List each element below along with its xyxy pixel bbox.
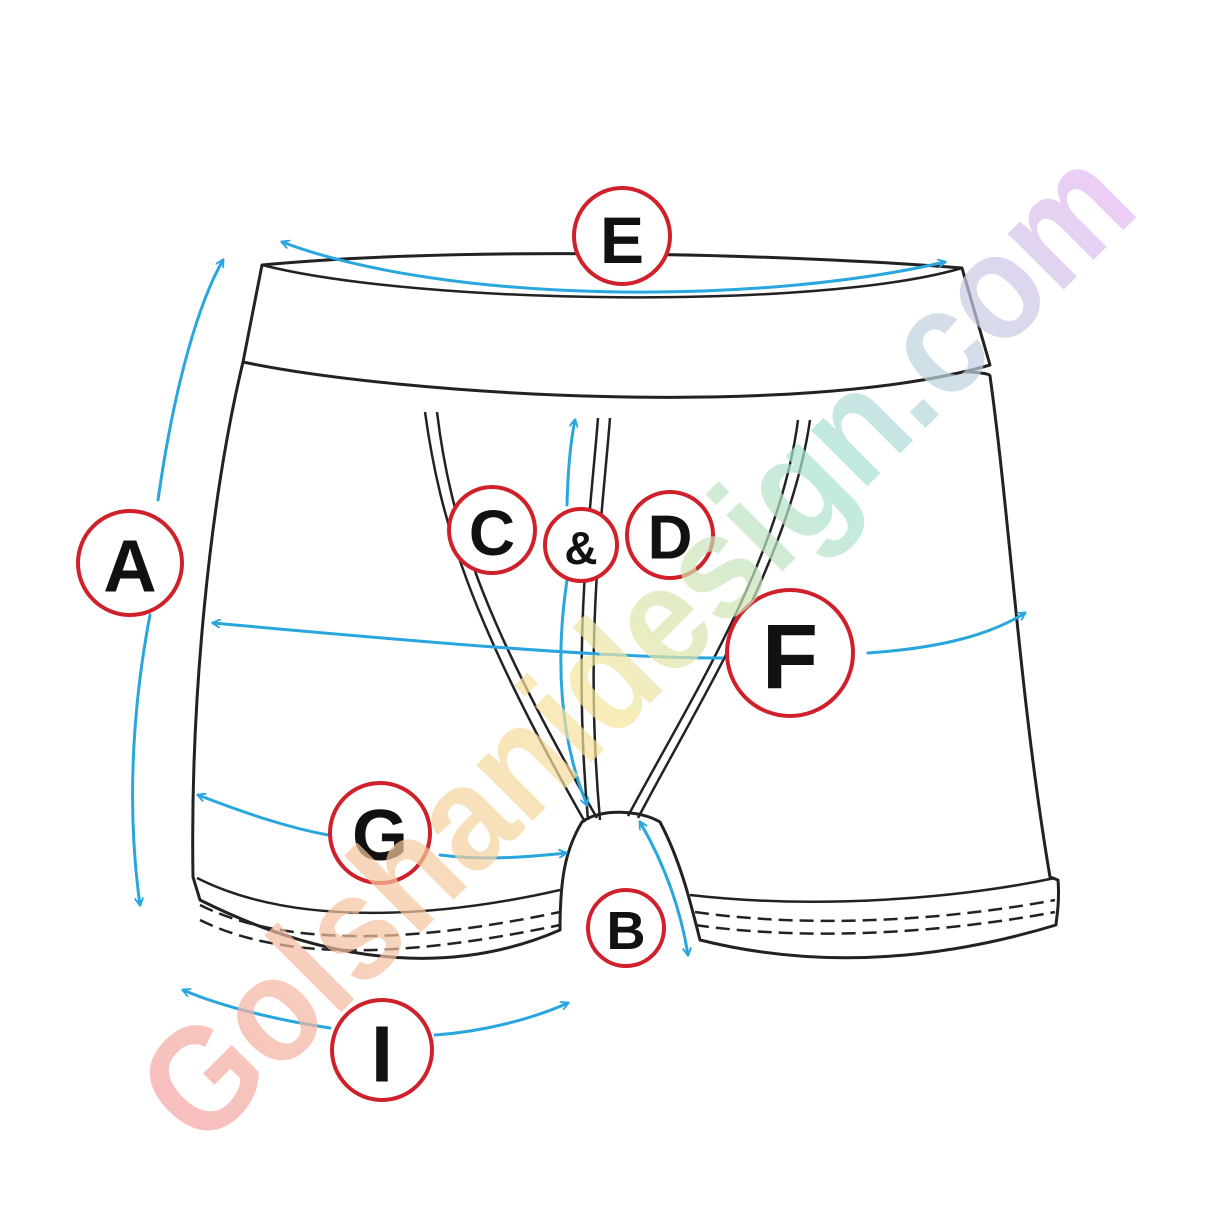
badge-d: D [625, 490, 715, 580]
arrow-e-waist [282, 242, 945, 294]
arrow-f-hip-right [866, 611, 1025, 655]
left-leg-hem-line [196, 876, 561, 915]
badge-i-label: I [371, 1010, 393, 1099]
arrow-i-leg-opening-right [433, 1003, 568, 1037]
arrow-f-hip-left [213, 623, 724, 660]
badge-b-label: B [607, 901, 646, 961]
arrow-cd-rise-up [565, 420, 575, 507]
badge-c: C [447, 485, 537, 575]
fly-left-inner [435, 411, 599, 819]
right-leg-hem-stitch-1 [694, 898, 1056, 923]
badge-a: A [76, 509, 184, 617]
badge-amp-label: & [564, 522, 597, 574]
arrow-a-height-upper [156, 260, 225, 502]
arrow-cd-rise-down [559, 578, 587, 805]
fly-right-inner [626, 419, 800, 817]
badge-e: E [572, 186, 672, 286]
badge-c-label: C [469, 497, 515, 569]
badge-d-label: D [648, 504, 693, 573]
badge-amp: & [543, 507, 619, 583]
right-leg-hem-line [689, 876, 1056, 903]
arrow-g-thigh-left [198, 795, 330, 837]
arrow-i-leg-opening-left [183, 990, 332, 1030]
badge-g: G [328, 781, 432, 885]
arrow-a-height-lower [131, 613, 152, 905]
left-leg-hem-stitch-2 [199, 918, 561, 952]
badge-f: F [725, 588, 855, 718]
left-leg-hem-stitch-1 [199, 903, 561, 938]
badge-b: B [586, 888, 666, 968]
measurement-arrows [131, 242, 1025, 1037]
badge-a-label: A [103, 525, 156, 608]
right-leg-hem-stitch-2 [694, 910, 1056, 935]
arrow-b-inseam [638, 822, 688, 955]
waistband-top-seam [261, 263, 963, 299]
badge-g-label: G [352, 796, 408, 876]
badge-f-label: F [762, 606, 818, 708]
fly-center-1 [580, 417, 600, 821]
fly-center-2 [592, 417, 612, 821]
badge-i: I [330, 998, 434, 1102]
arrow-g-thigh-right [438, 853, 566, 860]
badge-e-label: E [600, 203, 644, 277]
fly-left-outer [423, 411, 587, 823]
